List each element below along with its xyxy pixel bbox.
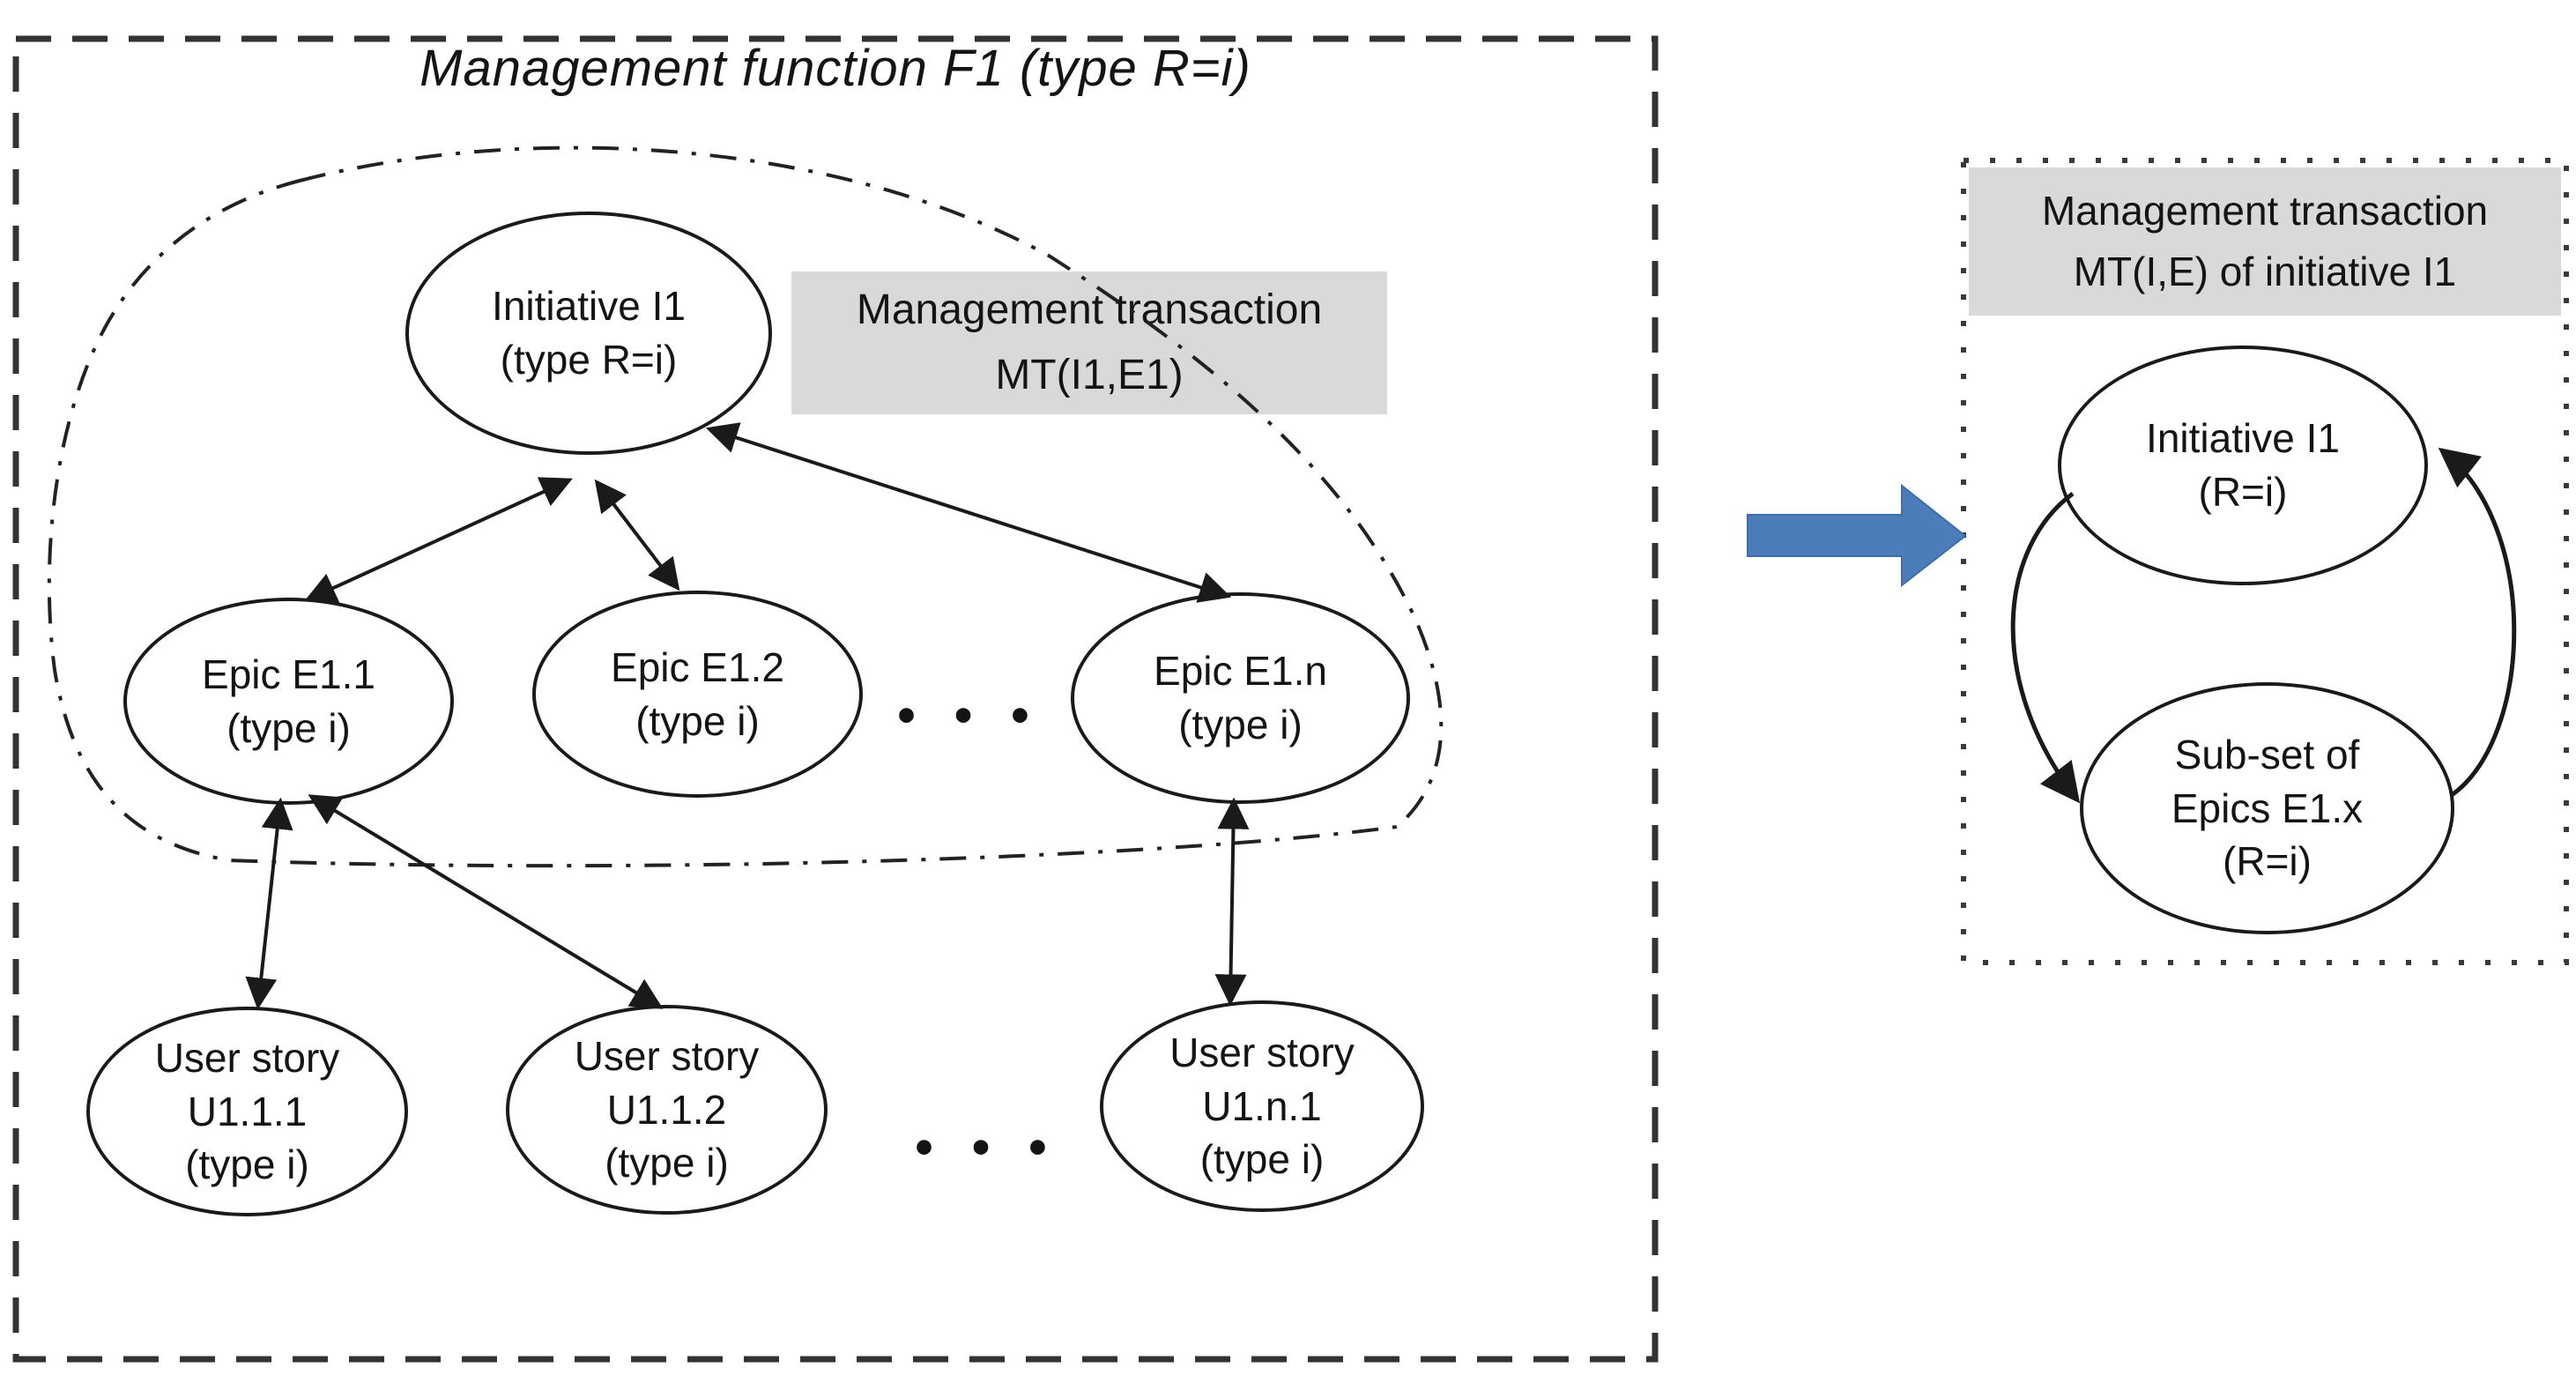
arrow-initiative-epicn xyxy=(705,422,1232,603)
node-epic-e1-2-label: Epic E1.2 (type i) xyxy=(611,643,784,744)
arc-subset-to-initiative xyxy=(2438,447,2517,798)
node-epic-e1-1-label: Epic E1.1 (type i) xyxy=(202,651,375,751)
node-user-story-u1-1-2-label: User story U1.1.2 (type i) xyxy=(574,1032,760,1186)
node-subset-epics-label: Sub-set of Epics E1.x (R=i) xyxy=(2171,731,2364,885)
epics-ellipsis: • • • xyxy=(897,687,1042,744)
management-transaction-label: Management transaction MT(I1,E1) xyxy=(791,271,1387,414)
arrow-epicn-story1n1 xyxy=(1214,797,1250,1007)
node-epic-e1-n-label: Epic E1.n (type i) xyxy=(1154,648,1327,747)
management-function-title: Management function F1 (type R=i) xyxy=(419,40,1251,97)
arrow-initiative-epic2 xyxy=(594,479,680,591)
node-epic-e1-n: Epic E1.n (type i) xyxy=(1071,592,1410,804)
arrow-initiative-epic1 xyxy=(304,477,573,603)
node-user-story-u1-1-1-label: User story U1.1.1 (type i) xyxy=(154,1034,340,1188)
transform-right-arrow-icon xyxy=(1747,483,1967,588)
arrow-epic1-story112 xyxy=(308,794,664,1009)
node-user-story-u1-1-2: User story U1.1.2 (type i) xyxy=(506,1005,828,1215)
arc-initiative-to-subset xyxy=(2010,491,2081,804)
node-subset-epics: Sub-set of Epics E1.x (R=i) xyxy=(2080,682,2454,934)
stories-ellipsis: • • • xyxy=(915,1119,1059,1176)
arrow-epic1-story111 xyxy=(245,797,293,1010)
node-user-story-u1-n-1: User story U1.n.1 (type i) xyxy=(1100,1000,1424,1212)
node-initiative-i1: Initiative I1 (type R=i) xyxy=(405,212,772,455)
node-user-story-u1-n-1-label: User story U1.n.1 (type i) xyxy=(1169,1029,1355,1183)
node-initiative-i1-label: Initiative I1 (type R=i) xyxy=(492,283,686,383)
node-epic-e1-2: Epic E1.2 (type i) xyxy=(532,591,863,798)
node-epic-e1-1: Epic E1.1 (type i) xyxy=(123,598,454,805)
node-initiative-i1-right: Initiative I1 (R=i) xyxy=(2058,346,2428,585)
node-initiative-i1-right-label: Initiative I1 (R=i) xyxy=(2146,415,2340,515)
management-transaction-header: Management transaction MT(I,E) of initia… xyxy=(1969,167,2561,316)
node-user-story-u1-1-1: User story U1.1.1 (type i) xyxy=(86,1007,408,1216)
